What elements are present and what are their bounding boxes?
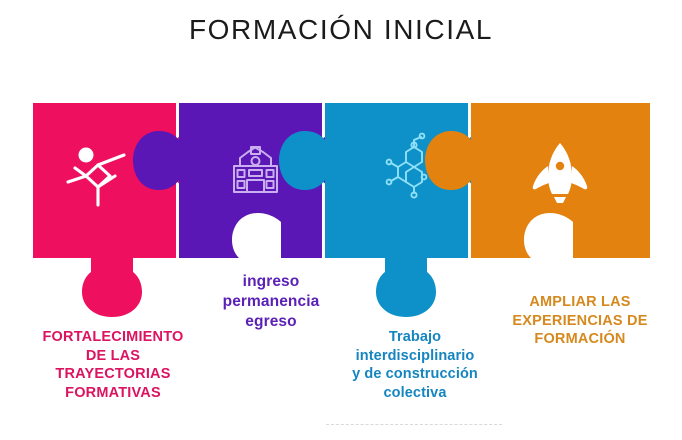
caption-purple-line-2: permanencia bbox=[222, 292, 320, 310]
molecule-icon bbox=[385, 132, 428, 199]
puzzle-piece-orange[interactable] bbox=[425, 103, 650, 258]
person-figure-icon bbox=[66, 147, 126, 207]
caption-orange-line-2: EXPERIENCIAS DE bbox=[512, 312, 648, 329]
caption-purple: ingreso permanencia egreso bbox=[182, 272, 360, 331]
caption-blue: Trabajo interdisciplinario y de construc… bbox=[322, 328, 508, 402]
caption-purple-line-1: ingreso bbox=[242, 273, 300, 290]
caption-pink-line-2: DE LAS bbox=[85, 347, 141, 364]
caption-purple-line-3: egreso bbox=[245, 312, 297, 330]
caption-pink-line-4: FORMATIVAS bbox=[65, 384, 161, 401]
caption-blue-line-1: Trabajo bbox=[388, 329, 442, 345]
caption-pink-line-3: TRAYECTORIAS bbox=[55, 366, 171, 383]
caption-orange: AMPLIAR LAS EXPERIENCIAS DE FORMACIÓN bbox=[492, 293, 668, 349]
caption-pink-line-1: FORTALECIMIENTO bbox=[42, 329, 184, 345]
caption-blue-line-4: colectiva bbox=[383, 384, 447, 401]
rocket-window-icon bbox=[555, 161, 565, 171]
caption-orange-line-3: FORMACIÓN bbox=[534, 331, 626, 348]
school-building-icon bbox=[233, 146, 278, 193]
page-title: FORMACIÓN INICIAL bbox=[188, 14, 494, 45]
caption-orange-line-1: AMPLIAR LAS bbox=[529, 294, 631, 310]
caption-pink: FORTALECIMIENTO DE LAS TRAYECTORIAS FORM… bbox=[14, 328, 212, 402]
caption-blue-line-3: y de construcción bbox=[352, 366, 478, 383]
divider-dashed bbox=[326, 424, 502, 425]
caption-blue-line-2: interdisciplinario bbox=[355, 347, 475, 364]
